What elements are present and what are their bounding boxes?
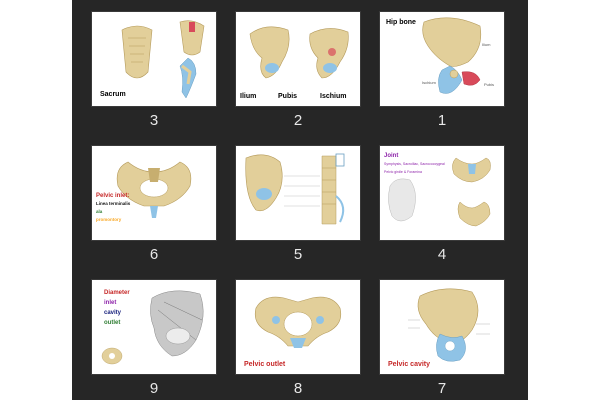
slide-9-line-outlet: outlet xyxy=(104,320,121,326)
slide-9-title: Diameter xyxy=(104,290,130,296)
slide-9-thumbnail[interactable]: Diameter inlet cavity outlet xyxy=(92,280,216,374)
slide-2[interactable]: Ilium Pubis Ischium 2 xyxy=(236,12,360,132)
hip-bone-illustration xyxy=(422,17,482,94)
slide-1-title: Hip bone xyxy=(386,19,416,26)
pelvis-ligaments-illustration xyxy=(245,153,345,225)
label-ischium: Ischium xyxy=(422,80,436,85)
slide-8-title: Pelvic outlet xyxy=(244,361,286,368)
slide-number-7: 7 xyxy=(437,380,447,397)
slide-number-3: 3 xyxy=(149,112,159,129)
slide-2-title-pubis: Pubis xyxy=(278,93,298,100)
slide-4-line-joints: Symphysis, Sacroiliac, Sacrococcygeal xyxy=(384,162,445,166)
slide-4-title: Joint xyxy=(384,153,399,159)
slide-3[interactable]: Sacrum 3 xyxy=(92,12,216,132)
slide-2-thumbnail[interactable]: Ilium Pubis Ischium xyxy=(236,12,360,106)
slide-8-thumbnail[interactable]: Pelvic outlet xyxy=(236,280,360,374)
pelvic-outlet-illustration xyxy=(254,296,342,348)
right-margin xyxy=(528,0,600,400)
pelvic-inlet-illustration xyxy=(116,161,192,218)
slide-1-thumbnail[interactable]: Hip bone Ilium Ischium Pubis xyxy=(380,12,504,106)
slide-6-thumbnail[interactable]: Pelvic inlet: Linea terminalis ala promo… xyxy=(92,146,216,240)
slide-number-2: 2 xyxy=(293,112,303,129)
slide-2-title-ischium: Ischium xyxy=(320,93,347,100)
slide-1[interactable]: Hip bone Ilium Ischium Pubis 1 xyxy=(380,12,504,132)
slide-2-title-ilium: Ilium xyxy=(240,93,257,100)
sacrum-illustration xyxy=(121,20,205,99)
slide-9[interactable]: Diameter inlet cavity outlet 9 xyxy=(92,280,216,400)
slide-8[interactable]: Pelvic outlet 8 xyxy=(236,280,360,400)
slide-6-line-promontory: promontory xyxy=(96,217,122,222)
slide-3-thumbnail[interactable]: Sacrum xyxy=(92,12,216,106)
slide-6[interactable]: Pelvic inlet: Linea terminalis ala promo… xyxy=(92,146,216,266)
slide-number-4: 4 xyxy=(437,246,447,263)
slide-4-thumbnail[interactable]: Joint Symphysis, Sacroiliac, Sacrococcyg… xyxy=(380,146,504,240)
slide-7-title: Pelvic cavity xyxy=(388,361,431,368)
slide-7[interactable]: Pelvic cavity 7 xyxy=(380,280,504,400)
slide-sorter: Sacrum 3 Ilium Pubis Ischium 2 xyxy=(72,0,528,400)
slide-number-9: 9 xyxy=(149,380,159,397)
slide-6-line-ala: ala xyxy=(96,209,103,214)
hip-bone-views-illustration xyxy=(249,26,349,79)
label-ilium: Ilium xyxy=(482,42,491,47)
slide-number-1: 1 xyxy=(437,112,447,129)
slide-4[interactable]: Joint Symphysis, Sacroiliac, Sacrococcyg… xyxy=(380,146,504,266)
pelvic-diameter-illustration xyxy=(101,290,204,365)
slide-3-title: Sacrum xyxy=(100,91,126,98)
slide-number-6: 6 xyxy=(149,246,159,263)
slide-number-5: 5 xyxy=(293,246,303,263)
left-margin xyxy=(0,0,72,400)
slide-5[interactable]: 5 xyxy=(236,146,360,266)
slide-5-thumbnail[interactable] xyxy=(236,146,360,240)
label-pubis: Pubis xyxy=(484,82,495,87)
pelvic-cavity-illustration xyxy=(408,288,490,362)
slide-9-line-cavity: cavity xyxy=(104,310,122,316)
slide-9-line-inlet: inlet xyxy=(104,300,117,306)
pelvic-joints-illustration xyxy=(388,157,491,227)
slide-6-line-linea: Linea terminalis xyxy=(96,201,131,206)
slide-4-line-girdle: Pelvic girdle & Foramina xyxy=(384,170,422,174)
slide-number-8: 8 xyxy=(293,380,303,397)
slide-6-title: Pelvic inlet: xyxy=(96,193,130,199)
slide-7-thumbnail[interactable]: Pelvic cavity xyxy=(380,280,504,374)
